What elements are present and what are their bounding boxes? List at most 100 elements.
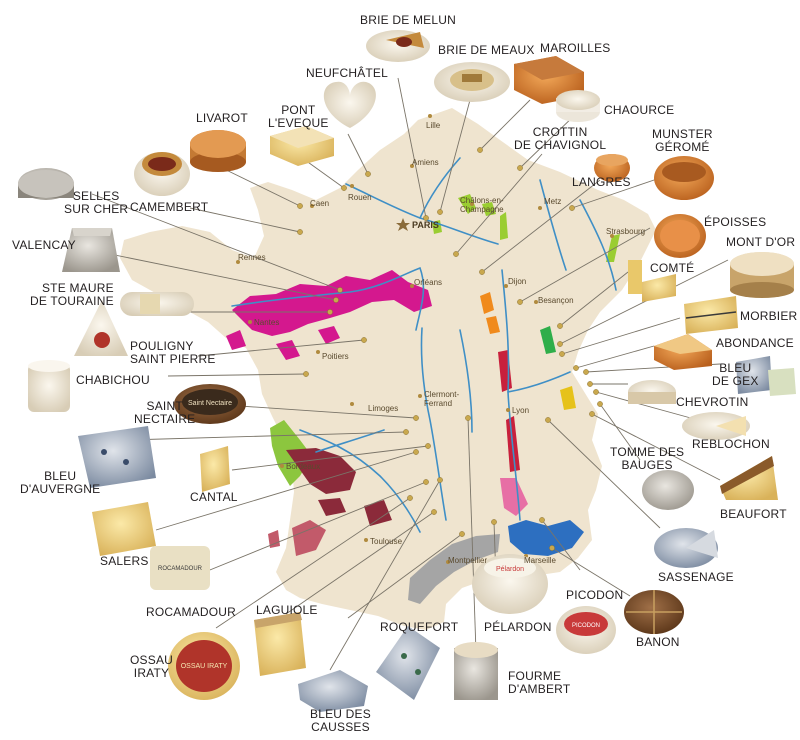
cheese-morbier-icon: [684, 296, 738, 334]
cheese-reblochon-icon: [682, 412, 750, 440]
city-amiens-label: Amiens: [412, 158, 439, 167]
city-nantes-label: Nantes: [254, 318, 280, 327]
cheese-pelardon-icon: Pélardon: [472, 554, 548, 614]
city-lille-label: Lille: [426, 121, 441, 130]
label-roquefort: ROQUEFORT: [380, 620, 459, 634]
label-tomme: TOMME DES BAUGES: [610, 445, 685, 472]
ossau-package-text: OSSAU IRATY: [181, 663, 228, 670]
label-ossau-iraty: OSSAU IRATY: [130, 653, 174, 680]
city-lyon-label: Lyon: [512, 406, 530, 415]
label-chaource: CHAOURCE: [604, 103, 675, 117]
cheese-banon-icon: [624, 590, 684, 634]
label-pelardon: PÉLARDON: [484, 620, 552, 634]
pelardon-package-text: Pélardon: [496, 566, 524, 573]
wine-region-languedoc: [408, 534, 500, 604]
city-poitiers-label: Poitiers: [322, 352, 349, 361]
cheese-brie-de-melun-icon: [366, 30, 430, 62]
label-bleu-auvergne: BLEU D'AUVERGNE: [20, 469, 101, 496]
label-langres: LANGRES: [572, 175, 631, 189]
cheese-munster-icon: [654, 156, 714, 200]
city-chalons-label: Châlons-en- Champagne: [460, 196, 504, 214]
label-selles-sur-cher: SELLES SUR CHER: [64, 189, 129, 216]
label-morbier: MORBIER: [740, 309, 798, 323]
label-chevrotin: CHEVROTIN: [676, 395, 749, 409]
wine-region-rhone-south: [500, 478, 528, 516]
city-paris-label: PARIS: [412, 220, 439, 230]
label-saint-nectaire: SAINT NECTAIRE: [134, 399, 196, 426]
label-bleu-de-gex: BLEU DE GEX: [712, 361, 759, 388]
city-strasbourg-label: Strasbourg: [606, 227, 646, 236]
label-cantal: CANTAL: [190, 490, 238, 504]
label-crottin: CROTTIN DE CHAVIGNOL: [514, 125, 607, 152]
label-chabichou: CHABICHOU: [76, 373, 150, 387]
label-sassenage: SASSENAGE: [658, 570, 734, 584]
picodon-package-text: PICODON: [572, 623, 600, 629]
cheese-livarot-icon: [190, 130, 246, 172]
label-beaufort: BEAUFORT: [720, 507, 787, 521]
label-pont-leveque: PONT L'EVEQUE: [268, 103, 329, 130]
wine-region-loire: [226, 270, 432, 360]
label-brie-de-melun: BRIE DE MELUN: [360, 13, 456, 27]
wine-region-savoie: [560, 386, 576, 410]
cheese-mont-dor-icon: [730, 252, 794, 298]
label-fourme: FOURME D'AMBERT: [508, 669, 571, 696]
rocamadour-package-text: ROCAMADOUR: [158, 566, 203, 572]
city-clermont-label: Clermont- Ferrand: [424, 390, 460, 408]
cheese-valencay-icon: [62, 228, 120, 272]
leader-dots: [297, 147, 603, 551]
label-epoisses: ÉPOISSES: [704, 215, 767, 229]
cheese-ossau-iraty-icon: OSSAU IRATY: [168, 632, 240, 700]
cheese-bleu-auvergne-icon: [78, 426, 156, 488]
cheese-picodon-icon: PICODON: [556, 606, 616, 654]
cheese-laguiole-icon: [254, 612, 306, 676]
cheese-chaource-icon: [556, 90, 600, 122]
cheese-salers-icon: [92, 502, 156, 556]
label-abondance: ABONDANCE: [716, 336, 794, 350]
cheese-beaufort-icon: [720, 456, 778, 500]
label-picodon: PICODON: [566, 588, 624, 602]
cheese-chabichou-icon: [28, 360, 70, 412]
wine-region-burgundy: [480, 292, 500, 334]
city-dijon-label: Dijon: [508, 277, 527, 286]
cheese-camembert-icon: [134, 152, 190, 196]
city-besancon-label: Besançon: [538, 296, 574, 305]
cheese-pouligny-icon: [74, 300, 128, 356]
label-salers: SALERS: [100, 554, 149, 568]
city-limoges-label: Limoges: [368, 404, 399, 413]
label-bleu-causses: BLEU DES CAUSSES: [310, 707, 371, 734]
label-pouligny: POULIGNY SAINT PIERRE: [130, 339, 216, 366]
cheese-bleu-de-gex-icon: [736, 356, 796, 396]
cheese-langres-icon: [594, 154, 630, 182]
cheese-roquefort-icon: [376, 626, 440, 700]
cheese-neufchatel-icon: [323, 81, 376, 128]
label-laguiole: LAGUIOLE: [256, 603, 318, 617]
cheese-cantal-icon: [200, 446, 230, 492]
city-marseille-label: Marseille: [524, 556, 557, 565]
city-metz-label: Metz: [544, 197, 562, 206]
city-bordeaux-label: Bordeaux: [286, 462, 321, 471]
cheese-fourme-icon: [454, 642, 498, 700]
cheese-selles-sur-cher-icon: [18, 168, 74, 200]
cheese-bleu-causses-icon: [298, 670, 368, 712]
label-ste-maure: STE MAURE DE TOURAINE: [30, 281, 114, 308]
city-rennes-label: Rennes: [238, 253, 266, 262]
cheese-chevrotin-icon: [628, 380, 676, 404]
label-munster: MUNSTER GÉROMÉ: [652, 127, 713, 154]
city-montpellier-label: Montpellier: [448, 556, 488, 565]
label-camembert: CAMEMBERT: [130, 200, 209, 214]
cheese-abondance-icon: [654, 334, 712, 370]
label-banon: BANON: [636, 635, 680, 649]
label-mont-dor: MONT D'OR: [726, 235, 796, 249]
cheese-rocamadour-icon: ROCAMADOUR: [150, 546, 210, 590]
city-markers: [236, 114, 614, 564]
city-caen-label: Caen: [310, 199, 330, 208]
label-reblochon: REBLOCHON: [692, 437, 770, 451]
cheese-ste-maure-icon: [120, 292, 194, 316]
wine-region-champagne: [432, 194, 508, 240]
label-valencay: VALENCAY: [12, 238, 76, 252]
wine-region-alsace: [606, 234, 620, 262]
label-livarot: LIVAROT: [196, 111, 248, 125]
city-orleans-label: Orléans: [414, 278, 443, 287]
paris-star-icon: [396, 218, 410, 231]
